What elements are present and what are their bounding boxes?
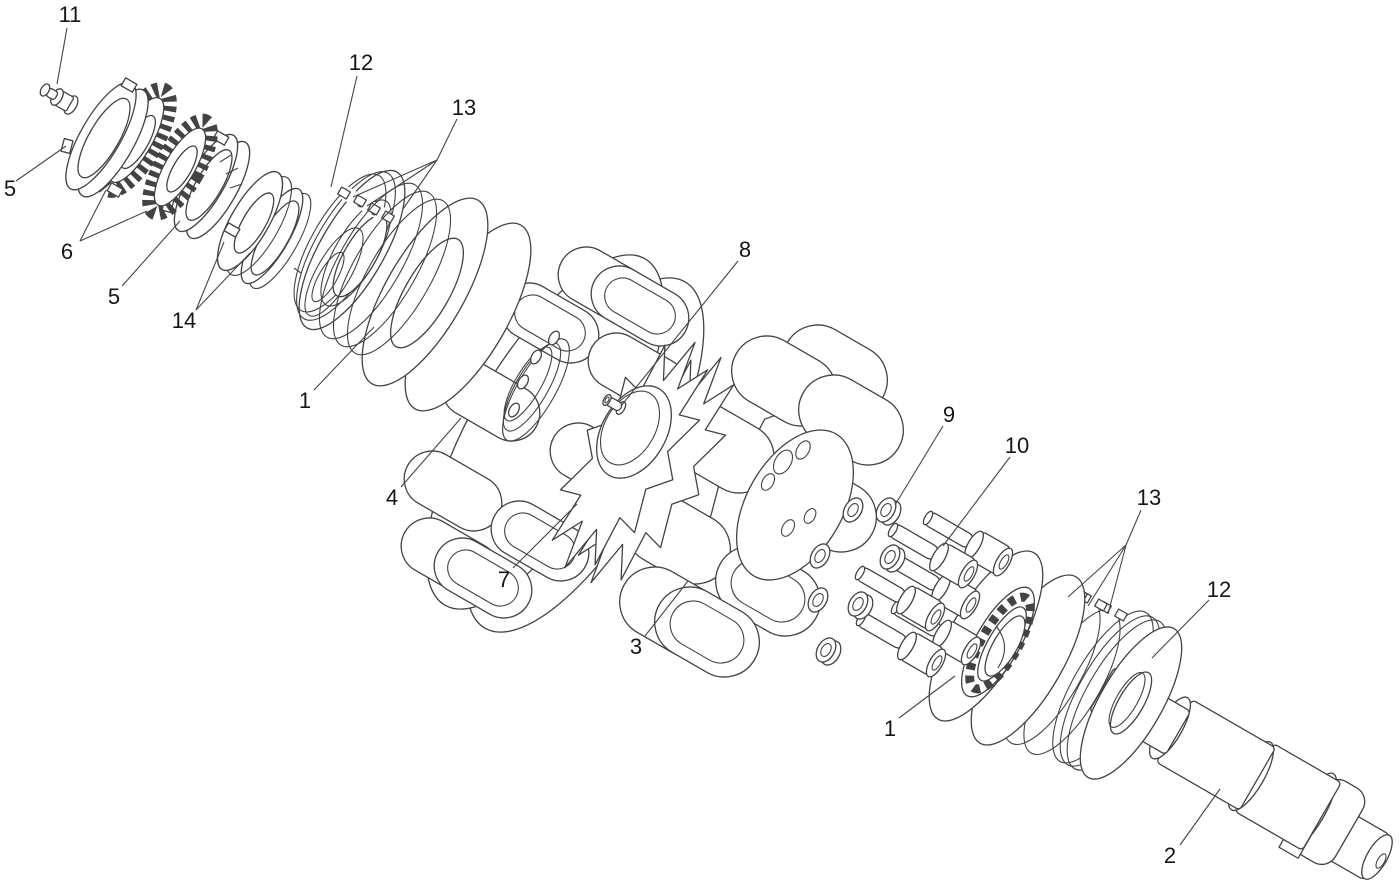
lock-washer-rear <box>142 113 218 221</box>
callout-11-grease-fitting: 11 <box>59 2 82 27</box>
cap-screws <box>854 510 1014 678</box>
grease-fitting <box>39 83 79 115</box>
wear-plate <box>502 330 570 442</box>
lock-nut-front <box>60 77 149 198</box>
left-retaining-rings <box>318 182 452 356</box>
lock-nut-rear <box>161 130 251 240</box>
cap-screw <box>887 522 979 589</box>
callout-2-output-shaft: 2 <box>1164 843 1176 868</box>
callout-8-center-pin: 8 <box>739 237 751 262</box>
thrust-washer <box>1052 610 1183 780</box>
callout-5-lock-nut-rear: 5 <box>108 284 120 309</box>
callout-12-left-bearing-cone: 12 <box>349 50 373 75</box>
callout-14-seal-rings: 14 <box>172 308 196 333</box>
left-bearing-housing <box>361 197 532 412</box>
callout-6-lock-washers: 6 <box>61 239 73 264</box>
flat-washers <box>815 497 906 666</box>
flat-washer <box>875 497 902 526</box>
right-bearing-housing <box>928 550 1086 746</box>
callout-3-sprocket-drum: 3 <box>630 634 642 659</box>
callout-1-left-bearing-housing: 1 <box>299 388 311 413</box>
seal-rings <box>216 170 312 290</box>
flat-washer <box>879 544 906 573</box>
callout-13-left-retaining-rings: 13 <box>452 95 476 120</box>
callout-10-cap-screws: 10 <box>1005 433 1029 458</box>
callout-9-flat-washers: 9 <box>943 402 955 427</box>
callout-7-rotor-star: 7 <box>498 567 510 592</box>
callout-4-stator-roller-ring: 4 <box>386 485 398 510</box>
callout-1-right-bearing-housing: 1 <box>884 716 896 741</box>
cap-screw <box>854 565 946 632</box>
callout-5-lock-nut-front: 5 <box>4 176 16 201</box>
callout-12-thrust-washer: 12 <box>1207 577 1231 602</box>
flat-washer <box>847 591 874 620</box>
leader-lines <box>15 27 1221 846</box>
rotor-star <box>522 318 764 608</box>
center-pin <box>602 393 627 415</box>
flat-washer <box>815 637 842 666</box>
drum-face <box>735 429 855 581</box>
callout-13-right-retaining-rings: 13 <box>1137 485 1161 510</box>
cap-screw <box>855 611 947 678</box>
callouts: 11 5 6 5 14 12 13 1 4 7 8 3 9 10 13 12 1… <box>4 2 1231 868</box>
cap-screw <box>922 510 1014 577</box>
